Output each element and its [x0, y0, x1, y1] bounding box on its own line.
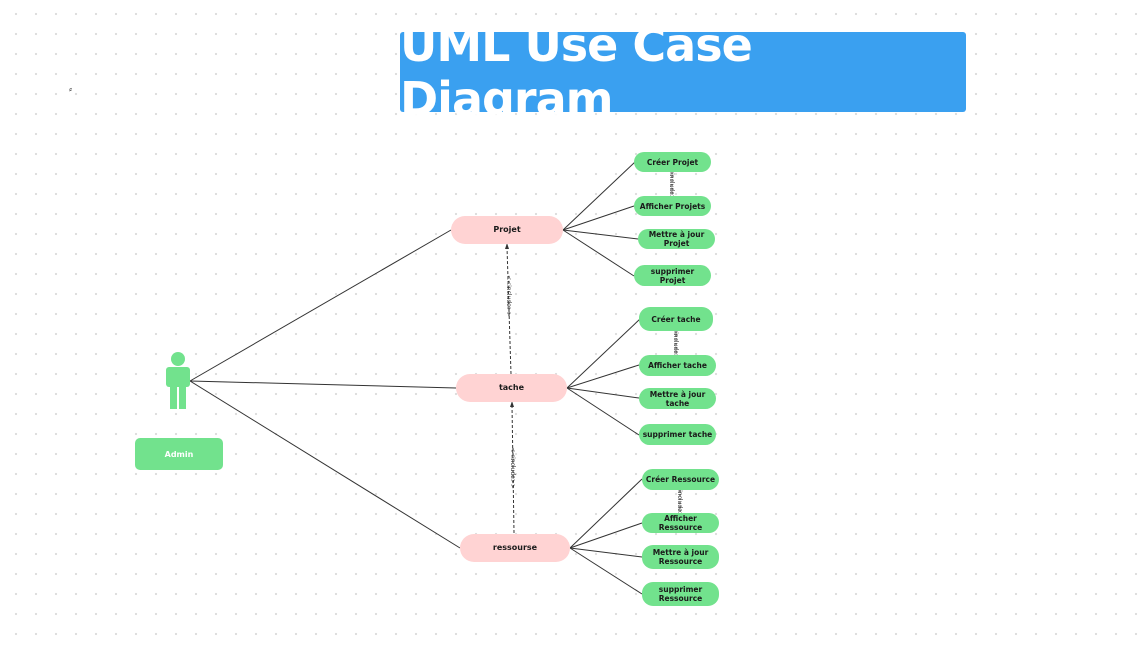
- usecase-afficher-tache: Afficher tache: [639, 355, 716, 376]
- page-title: UML Use Case Diagram: [400, 18, 753, 126]
- usecase-supprimer-tache: supprimer tache: [639, 424, 716, 445]
- usecase-maj-ressource: Mettre à jour Ressource: [642, 545, 719, 569]
- ressource-associations: [569, 478, 643, 595]
- include-label-ressource-subs: <<include>>: [676, 480, 683, 522]
- include-arrowheads: [505, 243, 514, 407]
- include-label-projet-tache: <<include>>: [505, 275, 512, 317]
- include-label-tache-subs: <<include>>: [672, 322, 679, 364]
- sub-include-links: [671, 172, 681, 513]
- usecase-supprimer-ressource: supprimer Ressource: [642, 582, 719, 606]
- include-label-tache-ressource: <<include>>: [509, 447, 516, 489]
- usecase-creer-tache: Créer tache: [639, 307, 713, 331]
- actor-label: Admin: [135, 438, 223, 470]
- usecase-maj-projet: Mettre à jour Projet: [638, 229, 715, 249]
- usecase-maj-tache: Mettre à jour tache: [639, 388, 716, 409]
- usecase-projet: Projet: [451, 216, 563, 244]
- usecase-ressource: ressourse: [460, 534, 570, 562]
- usecase-supprimer-projet: supprimer Projet: [634, 265, 711, 286]
- include-dependencies: [506, 246, 515, 534]
- usecase-tache: tache: [456, 374, 567, 402]
- person-icon: [166, 352, 190, 409]
- usecase-creer-projet: Créer Projet: [634, 152, 711, 172]
- usecase-afficher-projets: Afficher Projets: [634, 196, 711, 216]
- include-label-projet-subs: <<include>>: [668, 163, 675, 205]
- actor-associations: [189, 229, 461, 549]
- title-banner: UML Use Case Diagram: [400, 18, 966, 126]
- tache-associations: [566, 318, 641, 436]
- projet-associations: [562, 161, 639, 277]
- usecase-creer-ressource: Créer Ressource: [642, 469, 719, 490]
- usecase-afficher-ressource: Afficher Ressource: [642, 513, 719, 533]
- cursor-mark: ⸗: [69, 85, 72, 95]
